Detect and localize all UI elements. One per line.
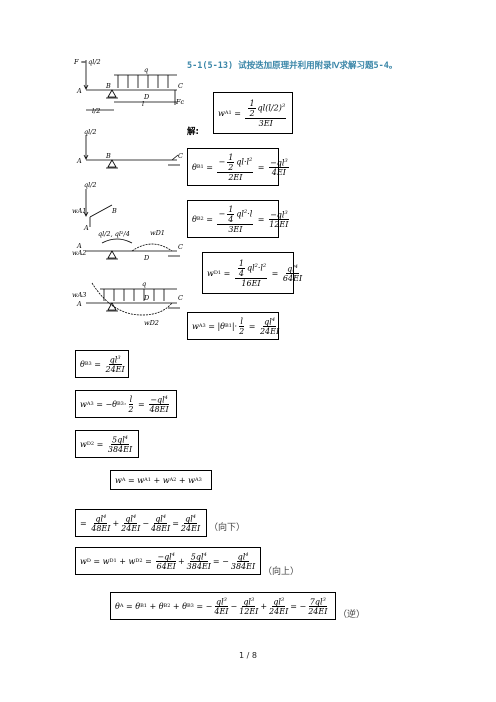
label-C-4: C bbox=[178, 243, 183, 251]
direction-down: （向下） bbox=[209, 523, 246, 533]
label-C-2: C bbox=[178, 152, 183, 160]
label-wA2: wA2 bbox=[72, 249, 86, 257]
label-A-3: A bbox=[83, 224, 89, 232]
label-l: l bbox=[142, 100, 144, 108]
label-ql2-14: ql/2, ql²/4 bbox=[98, 230, 130, 238]
label-half-l: l/2 bbox=[92, 107, 100, 115]
label-wA1: wA1 bbox=[72, 207, 86, 215]
label-D-1: D bbox=[143, 93, 150, 101]
label-A-4: A bbox=[76, 242, 82, 250]
problem-heading: 5-1(5-13) 试按迭加原理并利用附录Ⅳ求解习题5-4。 bbox=[187, 61, 398, 71]
label-A-2: A bbox=[76, 157, 82, 165]
direction-up: （向上） bbox=[263, 567, 300, 577]
label-C-1: C bbox=[178, 82, 183, 90]
label-wD1: wD1 bbox=[150, 229, 165, 237]
label-wD2: wD2 bbox=[144, 319, 159, 327]
solution-label: 解: bbox=[187, 127, 199, 137]
direction-ccw: （逆） bbox=[338, 610, 366, 620]
label-B-2: B bbox=[105, 152, 111, 160]
label-C-5: C bbox=[178, 294, 183, 302]
label-wA3: wA3 bbox=[72, 291, 86, 299]
label-F: F = ql/2 bbox=[73, 58, 101, 66]
label-A-1: A bbox=[76, 87, 82, 95]
label-q-5: q bbox=[142, 280, 146, 288]
label-Fc: Fc bbox=[175, 98, 185, 106]
label-D-5: D bbox=[143, 294, 150, 302]
label-B-1: B bbox=[105, 82, 111, 90]
label-A-5: A bbox=[76, 300, 82, 308]
label-D-4: D bbox=[143, 254, 150, 262]
label-B-3: B bbox=[111, 207, 117, 215]
label-q-1: q bbox=[144, 66, 148, 74]
label-ql2-3: ql/2 bbox=[84, 181, 97, 189]
label-ql2-2: ql/2 bbox=[84, 128, 97, 136]
beam-diagrams: F = ql/2 q A B D C Fc l/2 l ql/2 A B C q… bbox=[72, 58, 185, 327]
page-number: 1 / 8 bbox=[239, 651, 257, 660]
